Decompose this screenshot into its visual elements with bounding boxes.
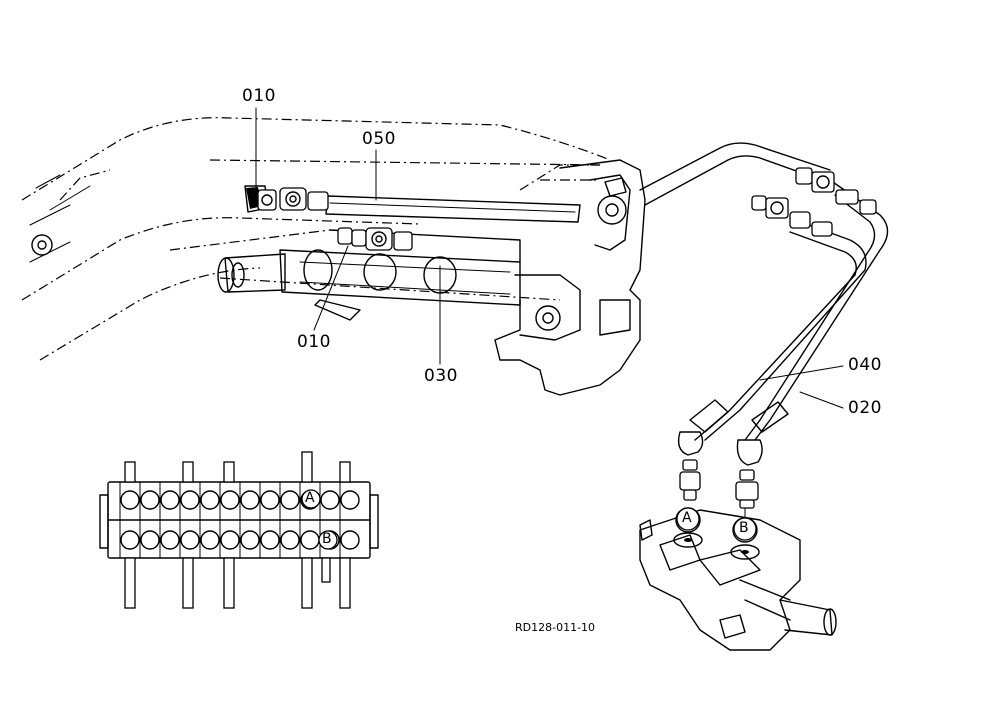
label-010-bottom: 010	[297, 332, 331, 352]
label-040: 040	[848, 355, 882, 375]
valve-spool-circle	[280, 530, 300, 550]
valve-spool-circle	[240, 490, 260, 510]
valve-spool-circle	[340, 490, 360, 510]
valve-spool-circle	[220, 530, 240, 550]
valve-spool-circle	[300, 530, 320, 550]
valve-spool-circle	[140, 530, 160, 550]
valve-spool-circle	[140, 490, 160, 510]
valve-spool-circle	[200, 530, 220, 550]
label-030: 030	[424, 366, 458, 386]
valve-spool-circle	[320, 490, 340, 510]
valve-spool-circle	[220, 490, 240, 510]
hydraulic-cylinder-icon	[217, 229, 521, 321]
port-a-inset: A	[305, 490, 316, 506]
valve-spool-circle	[180, 530, 200, 550]
leader-lines	[255, 107, 844, 409]
port-b-valve: B	[739, 520, 750, 536]
valve-spool-circle	[260, 530, 280, 550]
valve-spool-circle	[120, 530, 140, 550]
port-a-valve: A	[682, 510, 693, 526]
boom-assembly-icon	[21, 117, 646, 396]
valve-spool-circle	[160, 530, 180, 550]
control-valve-block-icon	[639, 507, 837, 651]
port-markers	[301, 489, 757, 550]
valve-spool-circle	[340, 530, 360, 550]
reference-code: RD128-011-10	[515, 621, 596, 634]
valve-spool-circle	[180, 490, 200, 510]
label-010-top: 010	[242, 86, 276, 106]
valve-spool-circle	[200, 490, 220, 510]
valve-spool-circle	[120, 490, 140, 510]
valve-spool-circle	[280, 490, 300, 510]
upper-fittings-icon	[257, 187, 329, 211]
swivel-fitting-icon	[677, 431, 763, 509]
hose-fitting-icon	[751, 167, 877, 237]
lower-fittings-icon	[337, 227, 413, 251]
valve-spool-circle	[160, 490, 180, 510]
valve-spool-circle	[240, 530, 260, 550]
label-020: 020	[848, 398, 882, 418]
valve-spool-circle	[260, 490, 280, 510]
control-valve-inset-icon	[99, 451, 379, 609]
hydraulic-hose-icon	[639, 142, 889, 441]
label-050: 050	[362, 129, 396, 149]
port-b-inset: B	[322, 531, 333, 547]
